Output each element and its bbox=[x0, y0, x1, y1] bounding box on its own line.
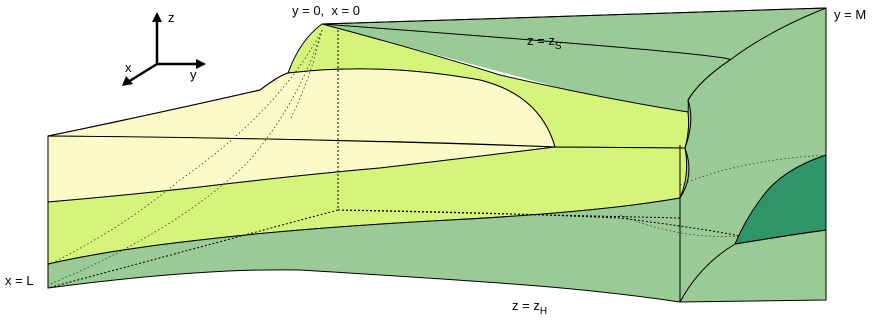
x-end-label: x = L bbox=[5, 273, 34, 288]
top-left-edge bbox=[47, 72, 289, 137]
axes-glyph bbox=[127, 20, 198, 84]
hidden-edges bbox=[47, 30, 741, 289]
top-surface-label: z = zS bbox=[527, 33, 562, 52]
axis-z-label: z bbox=[168, 10, 175, 25]
right-lime-boundary bbox=[679, 147, 690, 199]
interior-dotted-curves bbox=[47, 29, 827, 286]
axis-y-label: y bbox=[190, 67, 197, 82]
origin-label: y = 0, x = 0 bbox=[292, 3, 360, 18]
top-back-face bbox=[322, 8, 826, 300]
bottom-surface-label: z = zH bbox=[512, 298, 547, 317]
top-pale-surface bbox=[47, 68, 556, 148]
axes-arrowheads bbox=[122, 12, 206, 86]
top-back-edge bbox=[321, 7, 827, 25]
right-front-curve bbox=[684, 7, 827, 149]
bottom-right-curve bbox=[679, 229, 827, 303]
y-end-label: y = M bbox=[834, 7, 866, 22]
axis-x-label: x bbox=[125, 60, 132, 75]
